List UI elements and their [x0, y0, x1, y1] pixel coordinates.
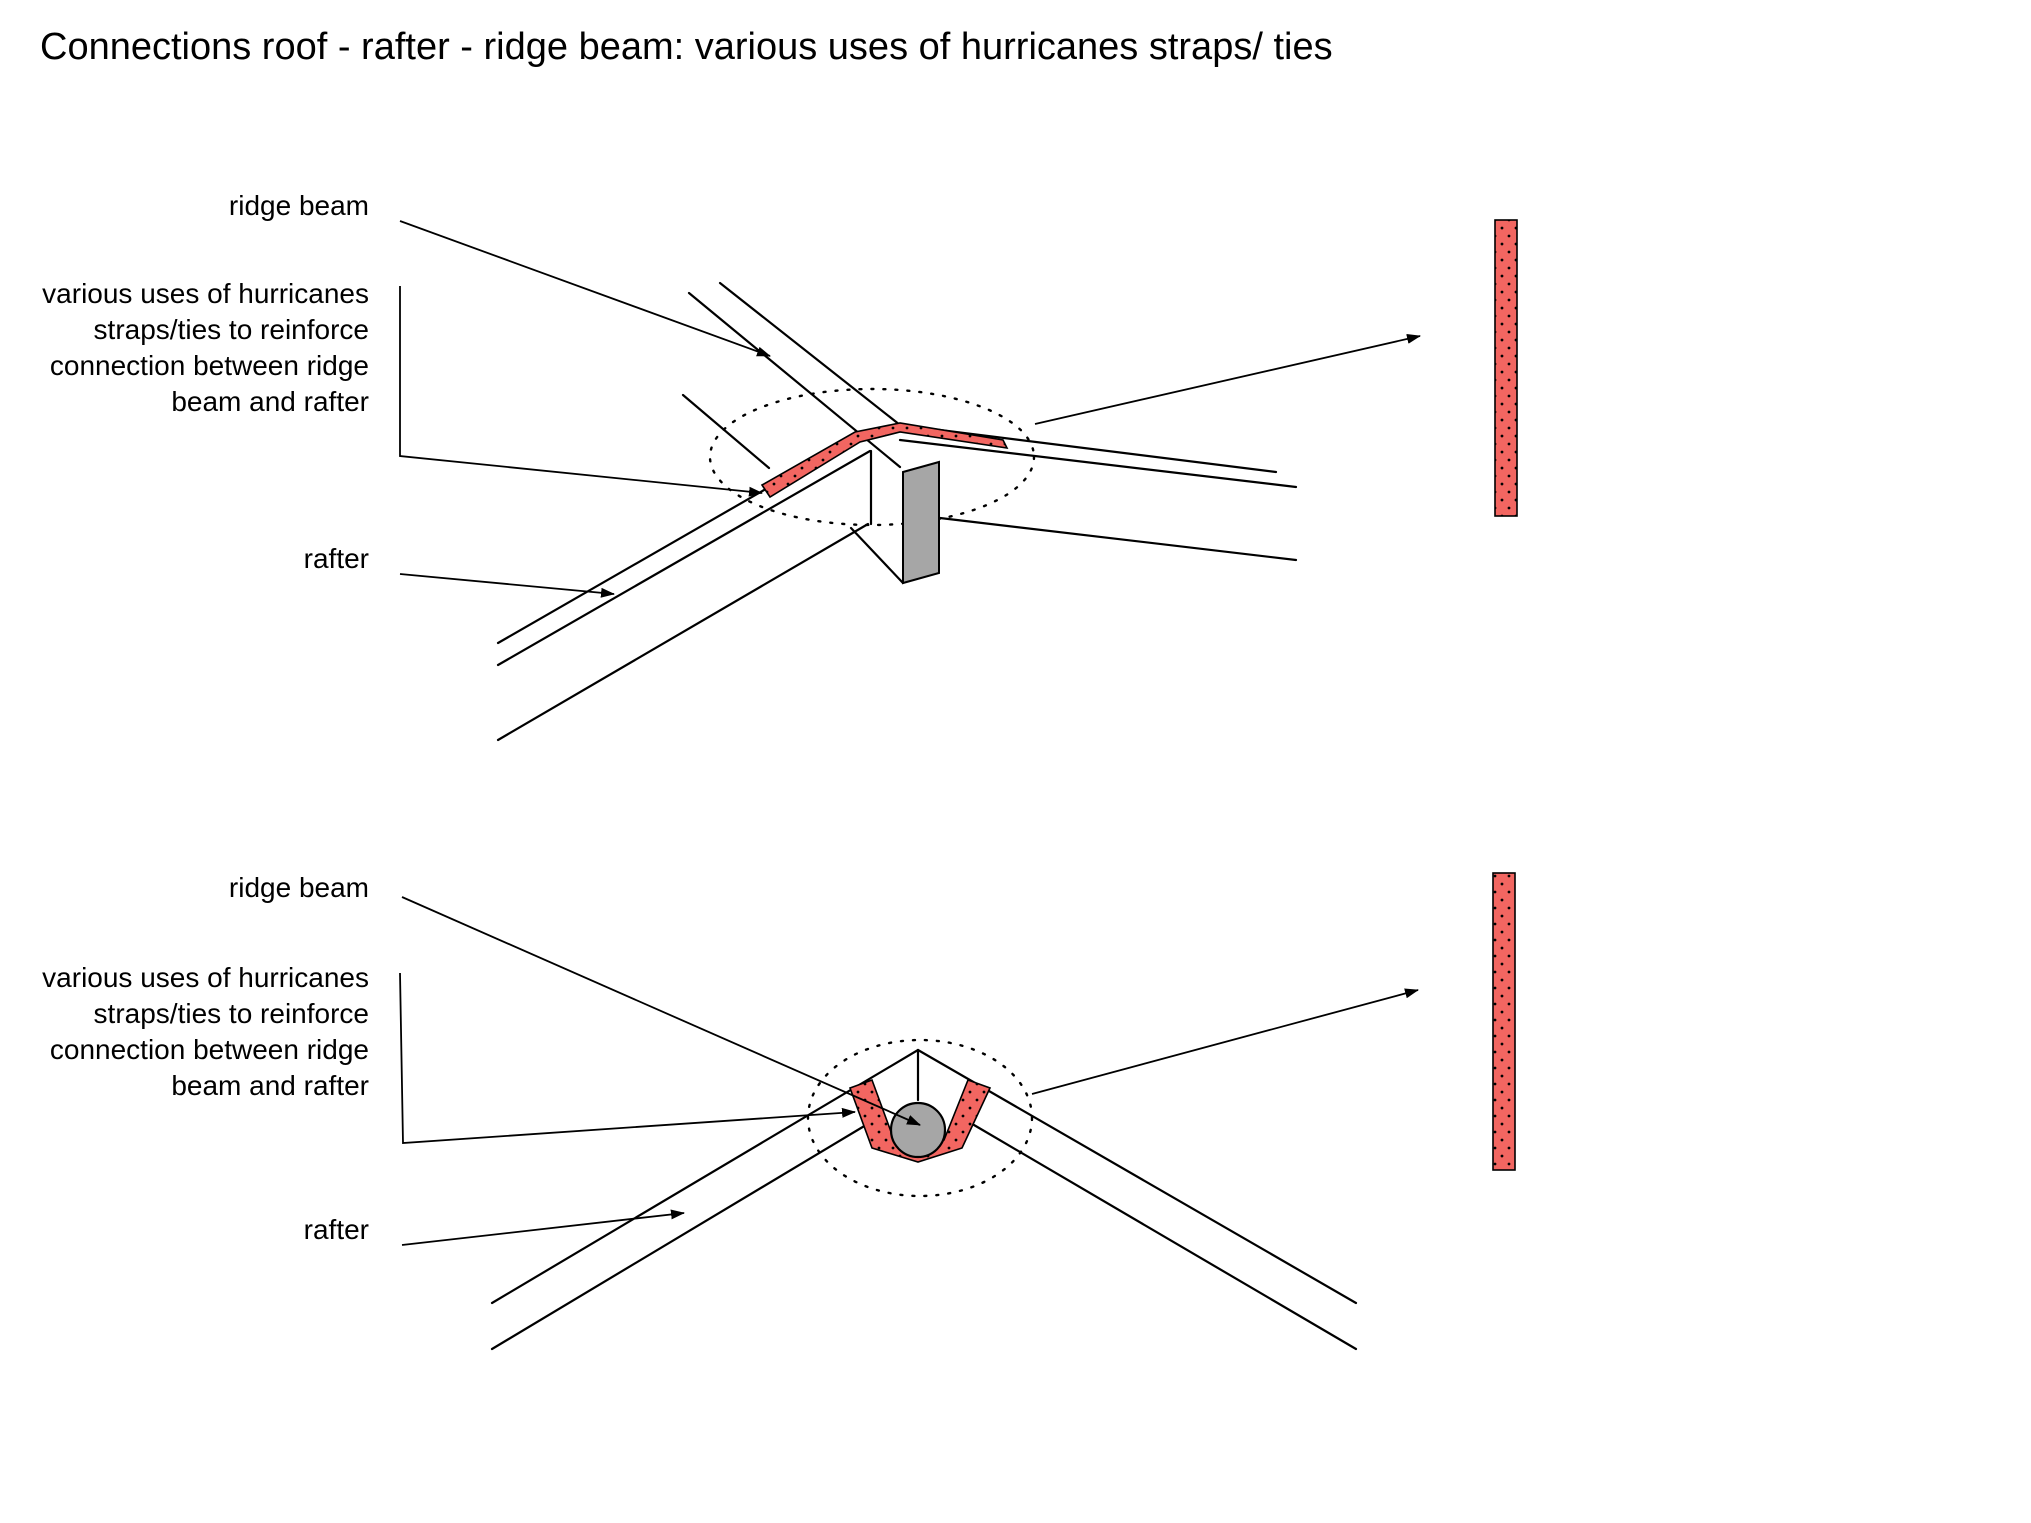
top-label-straps: various uses of hurricanes straps/ties t…: [42, 278, 369, 417]
top-label-ridge-beam: ridge beam: [228, 190, 369, 221]
top-detail: [399, 219, 1518, 742]
top-rafter-leader: [399, 573, 615, 598]
bottom-strap-leader: [399, 972, 856, 1144]
bottom-rafter-leader: [401, 1209, 685, 1246]
bottom-label-ridge-beam: ridge beam: [228, 872, 369, 903]
bottom-ridge-beam-leader: [401, 896, 921, 1126]
top-ridge-beam: [681, 281, 940, 585]
top-ridge-beam-leader: [399, 220, 771, 357]
diagram-title: Connections roof - rafter - ridge beam: …: [40, 26, 1333, 68]
top-strap-leader: [399, 286, 763, 497]
top-label-rafter: rafter: [303, 543, 369, 574]
bottom-strap-callout-arrow: [1031, 988, 1419, 1095]
bottom-rafter-lines: [490, 1048, 1358, 1351]
bottom-label-straps: various uses of hurricanes straps/ties t…: [42, 962, 369, 1101]
top-rafter-lines: [496, 423, 1298, 742]
bottom-label-rafter: rafter: [303, 1214, 369, 1245]
bottom-ridge-beam: [889, 1101, 947, 1159]
bottom-connection-highlight: [806, 1038, 1034, 1198]
bottom-detail: [399, 872, 1516, 1351]
top-strap-callout-arrow: [1034, 334, 1421, 425]
